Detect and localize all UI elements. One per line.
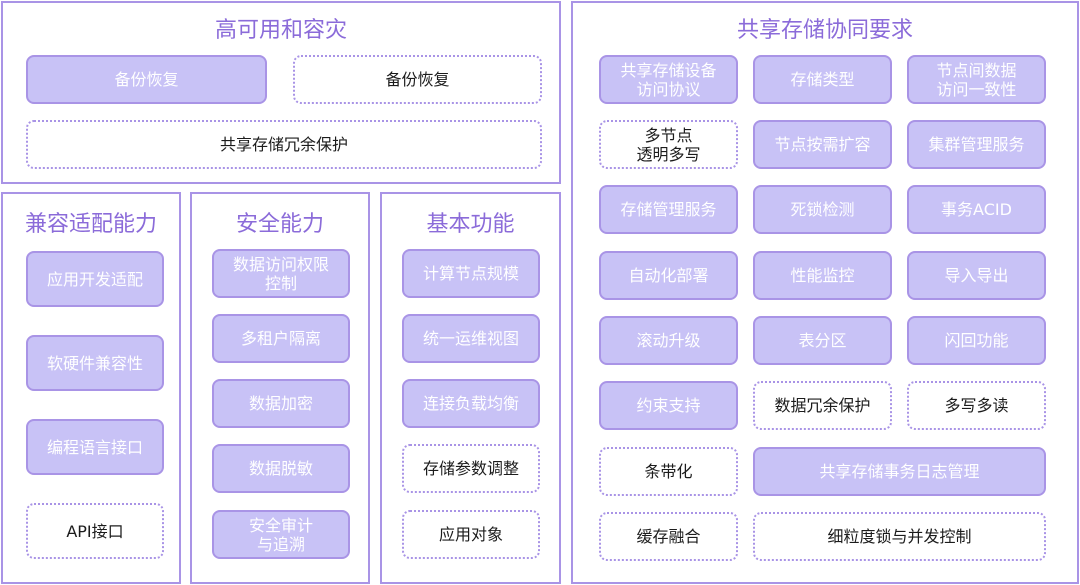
- item-shared-storage-redundancy: 共享存储冗余保护: [26, 120, 542, 169]
- panel-title-shared-storage: 共享存储协同要求: [736, 18, 913, 43]
- panel-basic-functions: 基本功能 计算节点规模 统一运维视图 连接负载均衡 存储参数调整 应用对象: [380, 192, 561, 584]
- item-data-encryption: 数据加密: [212, 379, 350, 428]
- panel-shared-storage: 共享存储协同要求 共享存储设备 访问协议 存储类型 节点间数据 访问一致性 多节…: [571, 1, 1079, 584]
- item-storage-management-service: 存储管理服务: [599, 185, 738, 234]
- item-fine-grained-locking: 细粒度锁与并发控制: [753, 512, 1046, 561]
- item-connection-load-balancing: 连接负载均衡: [402, 379, 540, 428]
- panel-compatibility: 兼容适配能力 应用开发适配 软硬件兼容性 编程语言接口 API接口: [1, 192, 181, 584]
- item-data-masking: 数据脱敏: [212, 444, 350, 493]
- panel-title-compatibility: 兼容适配能力: [24, 212, 157, 237]
- item-backup-restore-1: 备份恢复: [26, 55, 267, 104]
- item-multi-tenant-isolation: 多租户隔离: [212, 314, 350, 363]
- item-inter-node-consistency: 节点间数据 访问一致性: [907, 55, 1046, 104]
- item-import-export: 导入导出: [907, 251, 1046, 300]
- item-programming-language-interface: 编程语言接口: [26, 419, 164, 475]
- item-striping: 条带化: [599, 447, 738, 496]
- item-hw-sw-compatibility: 软硬件兼容性: [26, 335, 164, 391]
- item-node-on-demand-scaling: 节点按需扩容: [753, 120, 892, 169]
- item-application-objects: 应用对象: [402, 510, 540, 559]
- item-performance-monitoring: 性能监控: [753, 251, 892, 300]
- panel-title-basic-functions: 基本功能: [426, 212, 515, 237]
- panel-title-high-availability: 高可用和容灾: [214, 18, 347, 43]
- item-shared-storage-transaction-log: 共享存储事务日志管理: [753, 447, 1046, 496]
- item-app-dev-adaptation: 应用开发适配: [26, 251, 164, 307]
- item-data-access-control: 数据访问权限 控制: [212, 249, 350, 298]
- panel-security: 安全能力 数据访问权限 控制 多租户隔离 数据加密 数据脱敏 安全审计 与追溯: [190, 192, 370, 584]
- panel-high-availability: 高可用和容灾 备份恢复 备份恢复 共享存储冗余保护: [1, 1, 561, 184]
- item-storage-access-protocol: 共享存储设备 访问协议: [599, 55, 738, 104]
- item-multi-node-transparent-write: 多节点 透明多写: [599, 120, 738, 169]
- item-table-partitioning: 表分区: [753, 316, 892, 365]
- item-constraint-support: 约束支持: [599, 381, 738, 430]
- item-api-interface: API接口: [26, 503, 164, 559]
- item-security-audit: 安全审计 与追溯: [212, 510, 350, 559]
- item-storage-parameter-tuning: 存储参数调整: [402, 444, 540, 493]
- panel-title-security: 安全能力: [235, 212, 324, 237]
- item-cache-fusion: 缓存融合: [599, 512, 738, 561]
- item-rolling-upgrade: 滚动升级: [599, 316, 738, 365]
- item-compute-node-scale: 计算节点规模: [402, 249, 540, 298]
- item-data-redundancy-protection: 数据冗余保护: [753, 381, 892, 430]
- item-backup-restore-2: 备份恢复: [293, 55, 542, 104]
- item-transaction-acid: 事务ACID: [907, 185, 1046, 234]
- item-multi-write-multi-read: 多写多读: [907, 381, 1046, 430]
- item-automated-deployment: 自动化部署: [599, 251, 738, 300]
- item-cluster-management-service: 集群管理服务: [907, 120, 1046, 169]
- item-flashback: 闪回功能: [907, 316, 1046, 365]
- item-storage-type: 存储类型: [753, 55, 892, 104]
- item-unified-ops-view: 统一运维视图: [402, 314, 540, 363]
- item-deadlock-detection: 死锁检测: [753, 185, 892, 234]
